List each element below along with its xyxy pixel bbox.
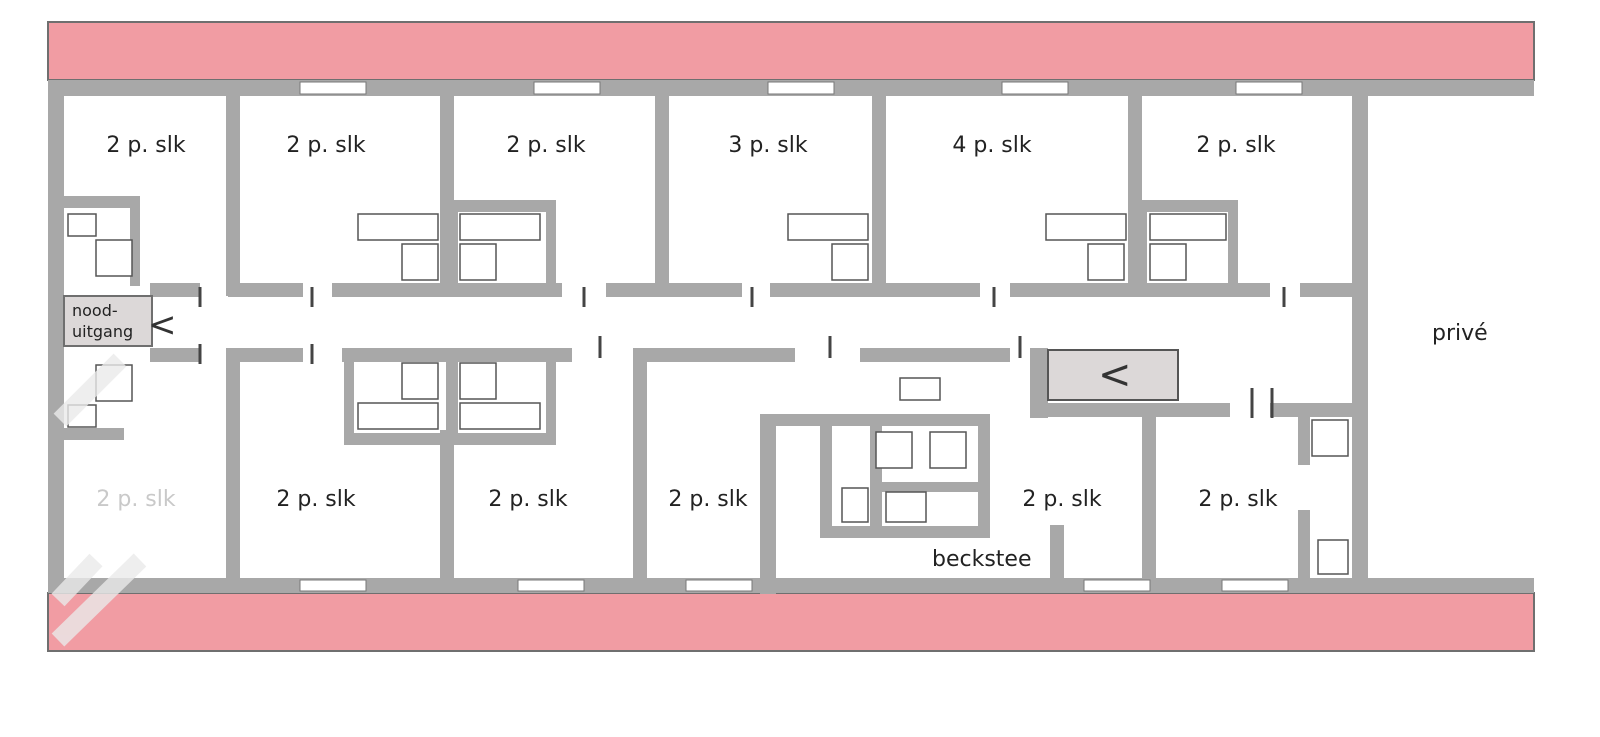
exit-arrow: < bbox=[148, 305, 177, 345]
door-ticks bbox=[198, 287, 1286, 418]
top-room-label: 2 p. slk bbox=[106, 133, 186, 158]
windows bbox=[299, 81, 1303, 592]
top-room-label: 2 p. slk bbox=[506, 133, 586, 158]
pantry-label: beckstee bbox=[932, 547, 1032, 572]
bottom-room-label: 2 p. slk bbox=[668, 487, 748, 512]
exit-line-2: uitgang bbox=[72, 322, 133, 341]
bottom-room-label: 2 p. slk bbox=[96, 487, 176, 512]
private-label: privé bbox=[1432, 321, 1488, 346]
top-rooms bbox=[64, 96, 1352, 283]
exit-line-1: nood- bbox=[72, 301, 118, 320]
outer-band-top bbox=[47, 21, 1535, 81]
top-room-label: 3 p. slk bbox=[728, 133, 808, 158]
stair-block bbox=[1047, 349, 1179, 401]
emergency-exit-sign bbox=[63, 295, 153, 347]
outer-band-bottom bbox=[47, 592, 1535, 652]
top-room-label: 2 p. slk bbox=[1196, 133, 1276, 158]
top-room-labels: 2 p. slk 2 p. slk 2 p. slk 3 p. slk 4 p. slk… bbox=[106, 133, 1276, 158]
bottom-room-label: 2 p. slk bbox=[276, 487, 356, 512]
stair-arrow: < bbox=[1098, 352, 1132, 398]
bathroom-fixtures bbox=[67, 213, 1349, 575]
bottom-room-labels: 2 p. slk 2 p. slk 2 p. slk 2 p. slk 2 p. slk… bbox=[96, 487, 1278, 512]
bottom-room-label: 2 p. slk bbox=[1198, 487, 1278, 512]
top-room-label: 4 p. slk bbox=[952, 133, 1032, 158]
top-room-label: 2 p. slk bbox=[286, 133, 366, 158]
bottom-room-label: 2 p. slk bbox=[1022, 487, 1102, 512]
corridor bbox=[64, 297, 1352, 348]
bottom-room-label: 2 p. slk bbox=[488, 487, 568, 512]
watermark bbox=[51, 353, 147, 647]
